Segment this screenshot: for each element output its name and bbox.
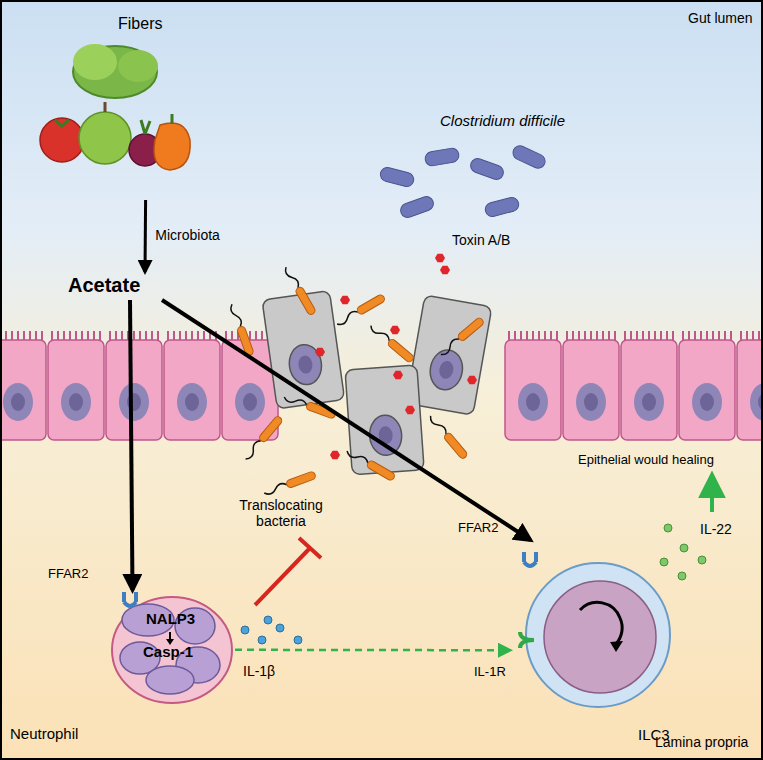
clostridium-bacteria — [379, 143, 548, 219]
cytokine-label: IL-1β — [243, 663, 275, 679]
region-label: Lamina propria — [655, 734, 748, 750]
translocating-bacteria — [228, 265, 485, 497]
region-label: Gut lumen — [688, 10, 753, 26]
node-heading: Fibers — [118, 15, 162, 33]
neutrophil-cell: NALP3Casp-1Neutrophil — [110, 590, 235, 705]
receptor-label: IL-1R — [474, 664, 506, 679]
fibers-node: Fibers — [30, 10, 200, 200]
protein-name: Casp-1 — [143, 643, 193, 660]
metabolite-name: Acetate — [68, 274, 140, 297]
toxin-label: Toxin A/B — [452, 232, 510, 248]
connector — [162, 300, 530, 540]
damaged-cells — [262, 291, 492, 475]
connector — [144, 200, 148, 272]
receptor-label: FFAR2 — [458, 520, 498, 535]
metabolite-node: Acetate — [65, 272, 165, 300]
vegetables — [40, 44, 190, 170]
inhibition — [255, 538, 321, 605]
protein-name: NALP3 — [146, 610, 195, 627]
edge-label: Microbiota — [155, 227, 220, 243]
outcome-label: Epithelial would healing — [578, 452, 714, 467]
bacteria-label: Translocating bacteria — [226, 497, 336, 529]
connector — [130, 300, 133, 590]
ilc3-outline — [510, 540, 680, 715]
healing-arrow — [710, 476, 714, 512]
toxin — [315, 254, 477, 460]
ilc3-cell: ILC3 — [510, 540, 680, 715]
receptor-label: FFAR2 — [48, 566, 88, 581]
organism-name: Clostridium difficile — [440, 112, 565, 129]
cytokine-label: IL-22 — [700, 521, 732, 537]
il22-dots — [660, 524, 706, 580]
connector — [235, 649, 510, 652]
cell-name: Neutrophil — [10, 725, 78, 742]
il1b-dots — [241, 616, 302, 644]
